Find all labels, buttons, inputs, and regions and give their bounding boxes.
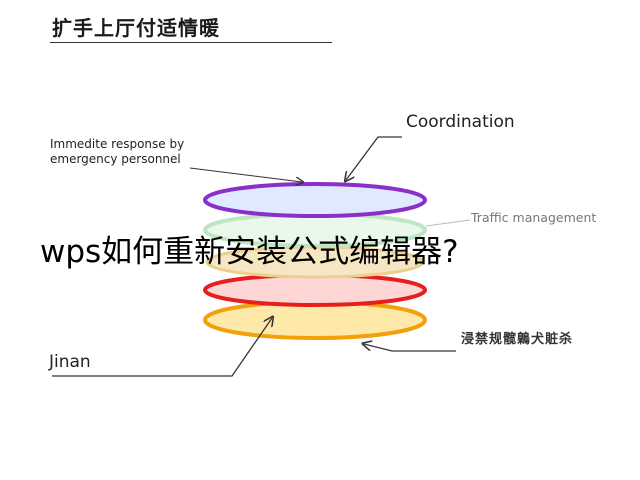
jinan-leader bbox=[52, 318, 272, 377]
top-layer-disc bbox=[203, 182, 427, 218]
immediate-line-2: emergency personnel bbox=[50, 152, 181, 166]
traffic-leader bbox=[425, 219, 471, 227]
red-layer-disc bbox=[203, 273, 427, 307]
coordination-leader bbox=[346, 136, 402, 180]
title-underline bbox=[50, 42, 332, 43]
overlay-caption: wps如何重新安装公式编辑器? bbox=[40, 234, 459, 270]
coordination-label: Coordination bbox=[406, 112, 515, 132]
diagram-title: 扩手上厅付适情暖 bbox=[52, 16, 220, 40]
bottom-right-label: 浸禁规髋鷍犬賍杀 bbox=[461, 332, 574, 347]
immediate-line-1: Immedite response by bbox=[50, 137, 185, 151]
bottom-layer-disc bbox=[203, 300, 427, 340]
jinan-label: Jinan bbox=[49, 352, 91, 372]
immediate-response-label: Immedite response by emergency personnel bbox=[50, 137, 184, 167]
bottom-right-leader bbox=[364, 344, 456, 352]
traffic-management-label: Traffic management bbox=[471, 210, 597, 225]
immediate-leader bbox=[189, 167, 302, 182]
